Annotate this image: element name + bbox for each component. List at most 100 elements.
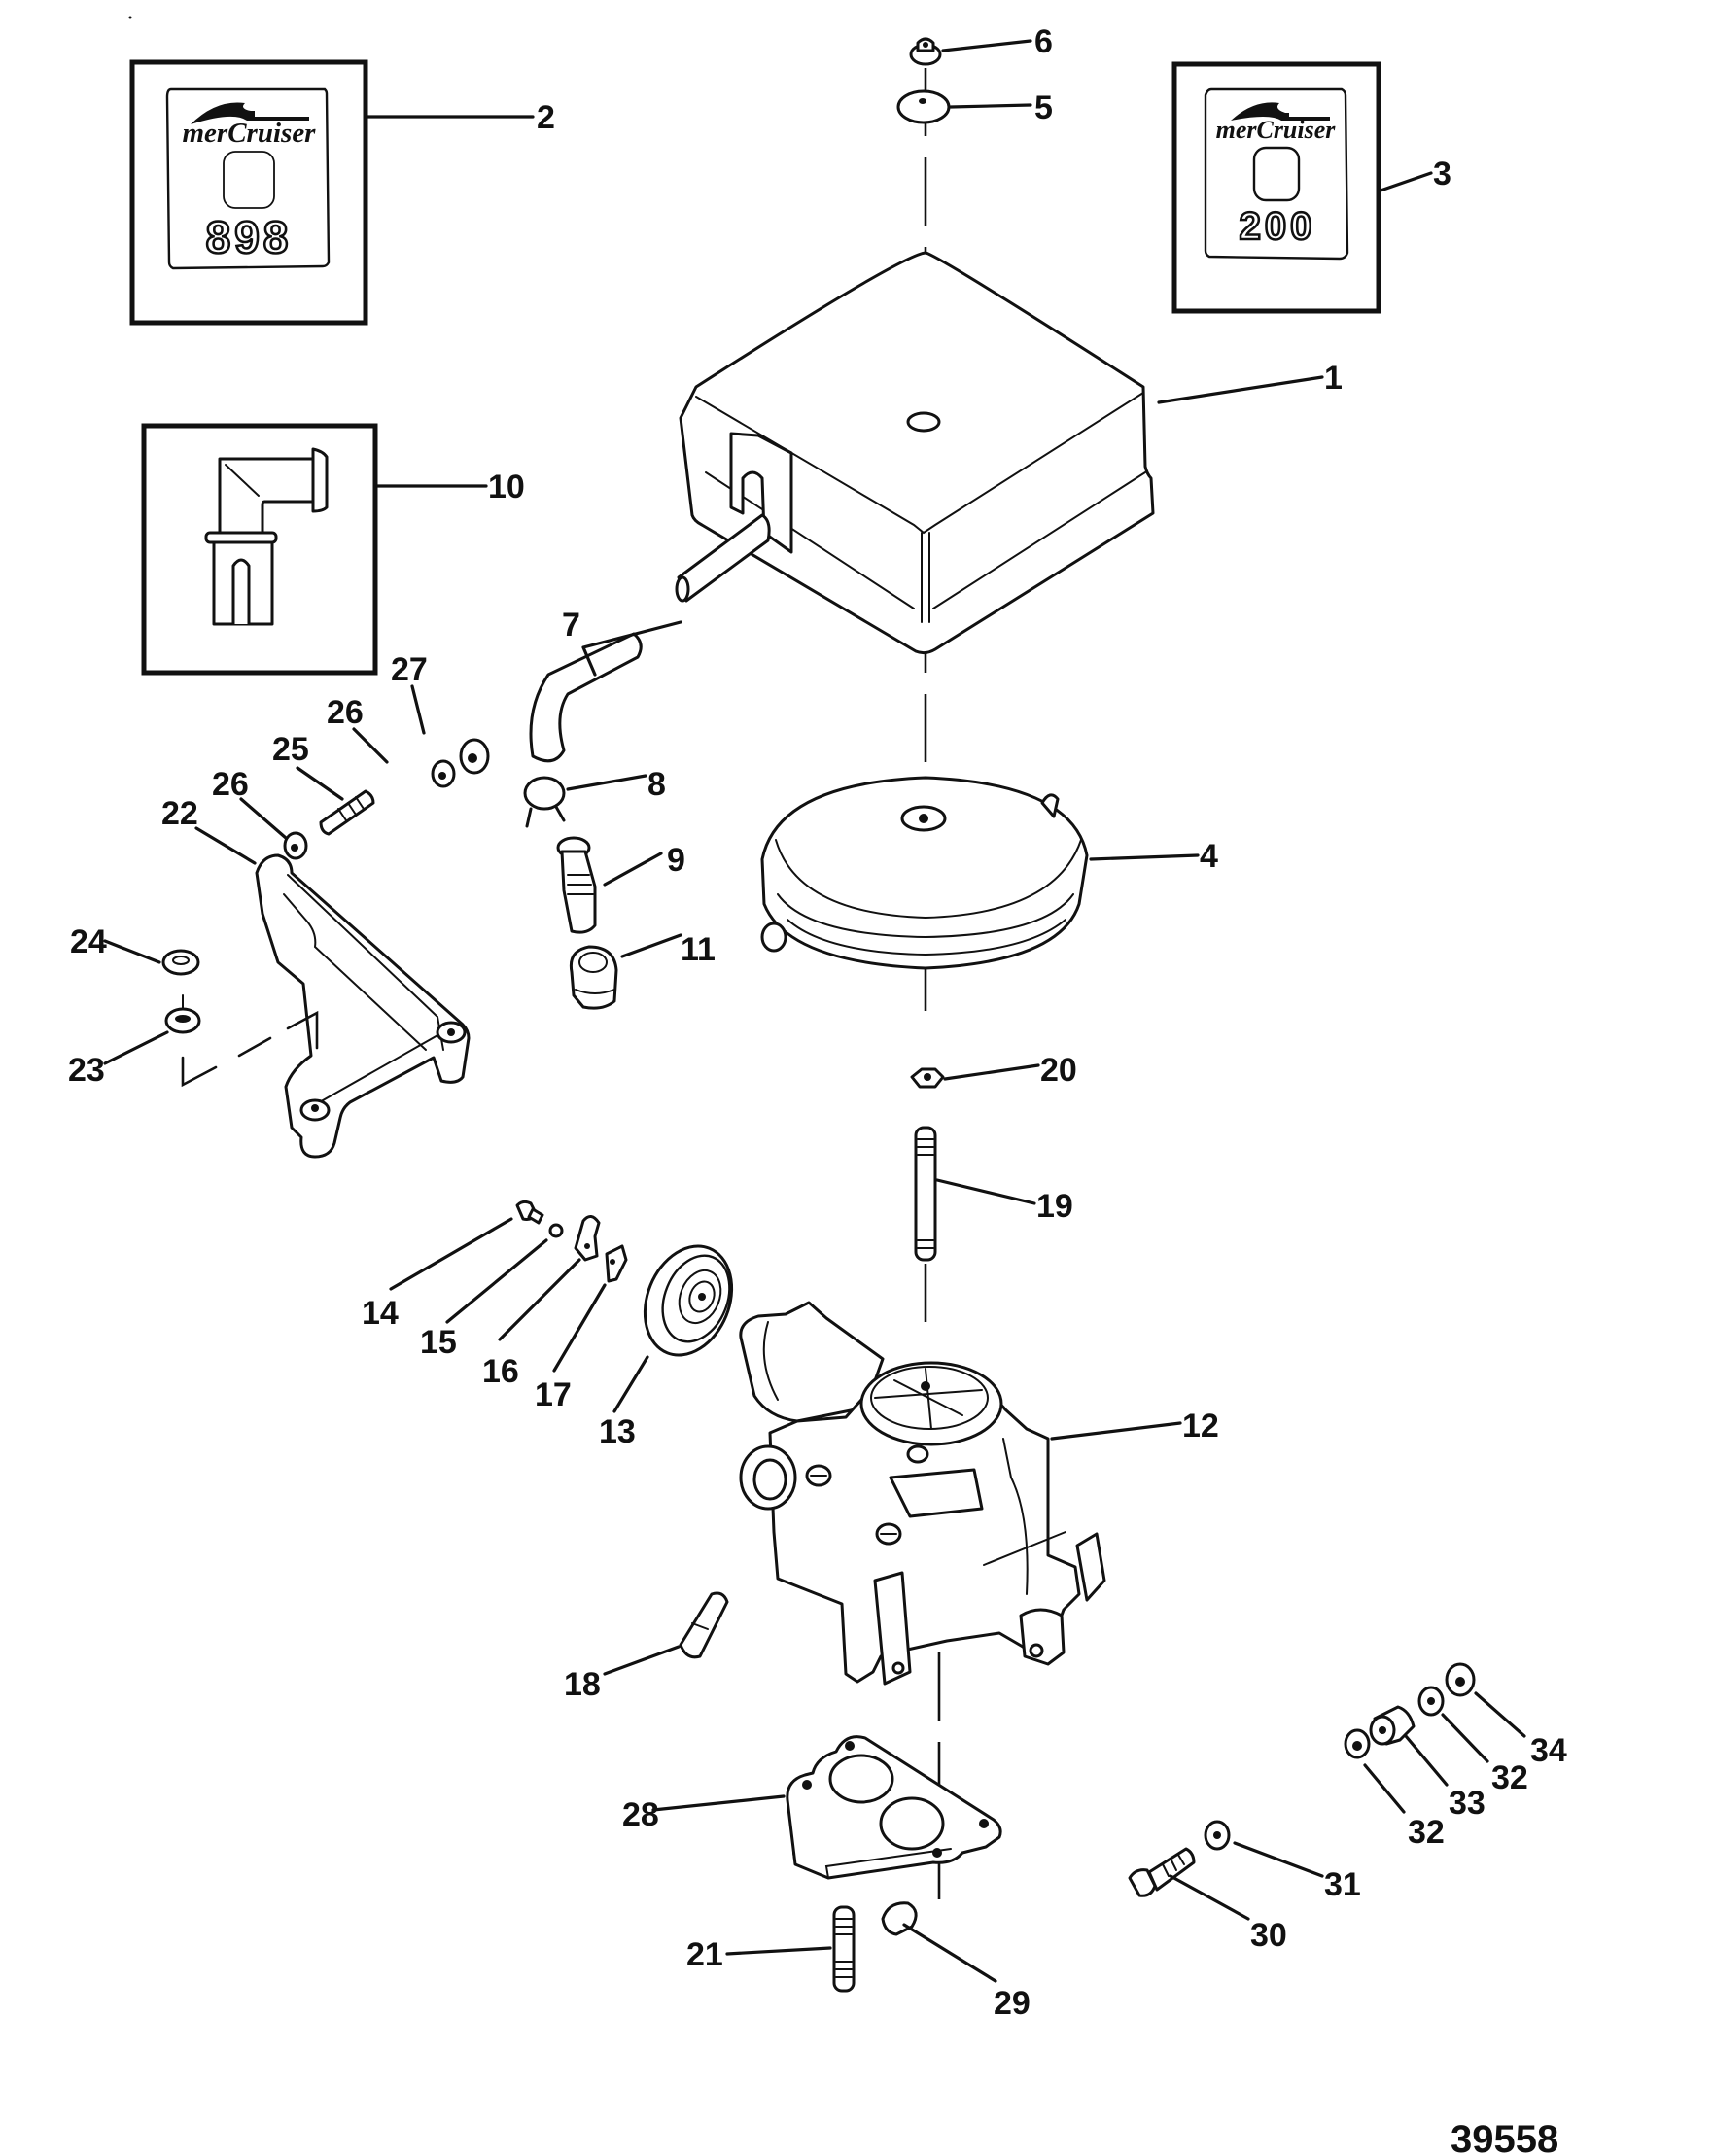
part-20-nut[interactable] <box>910 1067 945 1089</box>
callout-20[interactable]: 20 <box>1040 1052 1077 1089</box>
callout-16[interactable]: 16 <box>482 1353 519 1390</box>
callout-24[interactable]: 24 <box>70 923 107 960</box>
decal-brand-text: merCruiser <box>183 118 317 149</box>
leader-5 <box>949 103 1032 109</box>
callout-34[interactable]: 34 <box>1530 1732 1567 1769</box>
brand-swoosh-icon <box>1231 102 1330 121</box>
callout-23[interactable]: 23 <box>68 1052 105 1089</box>
part-34-nut[interactable] <box>1445 1662 1476 1697</box>
callout-22[interactable]: 22 <box>161 795 198 832</box>
part-5-washer[interactable] <box>896 89 951 124</box>
callout-12[interactable]: 12 <box>1182 1408 1219 1444</box>
part-6-wing-nut[interactable] <box>909 37 942 66</box>
callout-9[interactable]: 9 <box>667 842 685 879</box>
leader-18 <box>603 1645 681 1676</box>
part-12-carburetor[interactable] <box>739 1301 1106 1686</box>
callout-13[interactable]: 13 <box>599 1413 636 1450</box>
callout-5[interactable]: 5 <box>1034 89 1053 126</box>
callout-4[interactable]: 4 <box>1200 838 1218 875</box>
inset-decal-898[interactable]: merCruiser 898 <box>129 59 368 326</box>
leader-24 <box>103 939 161 964</box>
leader-14 <box>389 1217 513 1291</box>
part-21-short-stud[interactable] <box>832 1905 856 1993</box>
part-24-nut[interactable] <box>161 949 200 976</box>
part-16-clip[interactable] <box>574 1215 601 1262</box>
leader-13 <box>612 1355 649 1413</box>
callout-29[interactable]: 29 <box>994 1985 1031 2022</box>
part-31-washer[interactable] <box>1204 1820 1231 1851</box>
leader-31 <box>1233 1841 1324 1878</box>
scan-speck <box>128 16 132 19</box>
leader-3 <box>1379 171 1433 192</box>
part-4-flame-arrestor[interactable] <box>760 776 1089 970</box>
callout-32a[interactable]: 32 <box>1408 1814 1445 1851</box>
leader-4 <box>1089 853 1200 861</box>
part-23-lockwasher[interactable] <box>164 1007 201 1034</box>
part-8-hose-clamp[interactable] <box>523 776 566 828</box>
callout-3[interactable]: 3 <box>1433 156 1451 192</box>
part-18-fitting[interactable] <box>679 1591 729 1659</box>
callout-31[interactable]: 31 <box>1324 1866 1361 1903</box>
callout-30[interactable]: 30 <box>1250 1917 1287 1954</box>
leader-7 <box>581 620 682 677</box>
part-19-long-stud[interactable] <box>914 1126 937 1262</box>
callout-27[interactable]: 27 <box>391 651 428 688</box>
part-32-washer-lower[interactable] <box>1344 1728 1371 1759</box>
leader-26b <box>239 797 288 840</box>
inset-decal-200[interactable]: merCruiser 200 <box>1171 61 1381 314</box>
callout-33[interactable]: 33 <box>1449 1785 1486 1822</box>
callout-1[interactable]: 1 <box>1324 360 1343 397</box>
inset-elbow-fitting[interactable] <box>141 423 378 676</box>
leader-22 <box>194 826 257 865</box>
callout-2[interactable]: 2 <box>537 99 555 136</box>
part-1-air-cleaner-cover[interactable] <box>679 251 1155 655</box>
callout-7[interactable]: 7 <box>562 607 580 643</box>
leader-25 <box>296 766 344 801</box>
part-14-screw[interactable] <box>515 1200 544 1225</box>
leader-8 <box>566 774 647 791</box>
callout-11[interactable]: 11 <box>681 931 716 968</box>
callout-26a[interactable]: 26 <box>327 694 364 731</box>
callout-28[interactable]: 28 <box>622 1796 659 1833</box>
part-11-grommet[interactable] <box>569 945 618 1010</box>
callout-21[interactable]: 21 <box>686 1936 723 1973</box>
part-13-choke-thermostat[interactable] <box>629 1233 747 1368</box>
callout-8[interactable]: 8 <box>647 766 666 803</box>
part-26-washer-upper[interactable] <box>431 759 456 788</box>
callout-14[interactable]: 14 <box>362 1295 399 1332</box>
decal-model-text: 898 <box>206 212 293 262</box>
callout-10[interactable]: 10 <box>488 469 525 505</box>
leader-1 <box>1157 375 1324 404</box>
part-26-washer-lower[interactable] <box>283 831 308 860</box>
leader-29 <box>902 1923 997 1983</box>
part-15-lockwasher[interactable] <box>548 1223 564 1238</box>
decal-brand-text: merCruiser <box>1216 116 1337 144</box>
part-9-pcv-valve[interactable] <box>556 836 597 934</box>
leader-27 <box>410 684 426 735</box>
leader-11 <box>620 933 682 958</box>
callout-15[interactable]: 15 <box>420 1324 457 1361</box>
callout-19[interactable]: 19 <box>1036 1188 1073 1225</box>
leader-16 <box>498 1258 581 1341</box>
callout-32b[interactable]: 32 <box>1491 1759 1528 1796</box>
callout-17[interactable]: 17 <box>535 1376 572 1413</box>
part-27-nut[interactable] <box>459 738 490 775</box>
callout-6[interactable]: 6 <box>1034 23 1053 60</box>
callout-26b[interactable]: 26 <box>212 766 249 803</box>
decal-model-text: 200 <box>1240 205 1316 248</box>
part-22-throttle-bracket[interactable] <box>255 853 471 1159</box>
leader-28 <box>651 1794 786 1812</box>
leader-34 <box>1474 1691 1526 1738</box>
part-32-washer-upper[interactable] <box>1417 1686 1445 1717</box>
part-30-screw[interactable] <box>1128 1847 1196 1897</box>
callout-25[interactable]: 25 <box>272 731 309 768</box>
part-17-bracket[interactable] <box>605 1244 628 1283</box>
part-28-gasket[interactable] <box>786 1735 1002 1880</box>
brand-swoosh-icon <box>191 102 309 124</box>
part-7-hoses[interactable] <box>529 513 771 763</box>
callout-18[interactable]: 18 <box>564 1666 601 1703</box>
leader-30 <box>1169 1874 1250 1921</box>
part-25-stud[interactable] <box>319 789 375 836</box>
leader-23 <box>103 1030 169 1065</box>
leader-19 <box>935 1178 1036 1205</box>
